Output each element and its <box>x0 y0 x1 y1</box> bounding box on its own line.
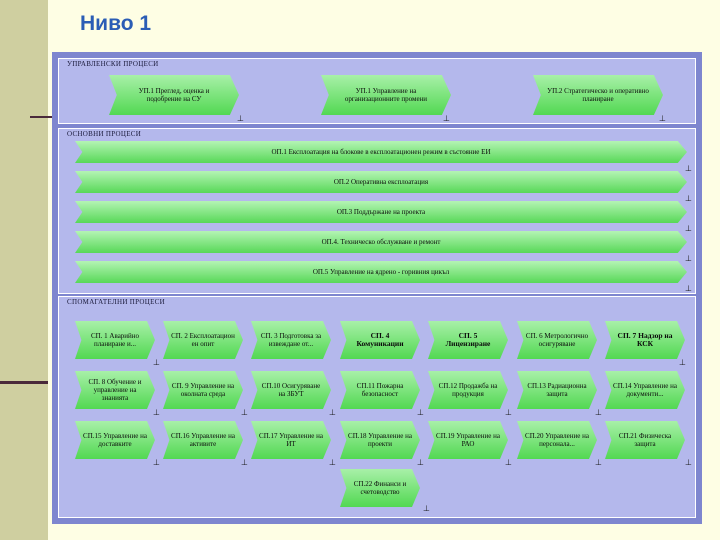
process-box[interactable]: УП.2 Стратегическо и оперативно планиран… <box>533 75 663 115</box>
process-box[interactable]: СП.19 Управление на РАО <box>428 421 508 459</box>
section-label: СПОМАГАТЕЛНИ ПРОЦЕСИ <box>67 298 165 306</box>
management-processes-section: УПРАВЛЕНСКИ ПРОЦЕСИ УП.1 Преглед, оценка… <box>58 58 696 124</box>
process-box[interactable]: СП. 4 Комуникации <box>340 321 420 359</box>
subprocess-link-icon[interactable]: ⊥ <box>443 114 450 123</box>
process-box[interactable]: СП.11 Пожарна безопасност <box>340 371 420 409</box>
process-box[interactable]: СП. 7 Надзор на КСК <box>605 321 685 359</box>
process-box[interactable]: СП. 2 Експлоатацион ен опит <box>163 321 243 359</box>
subprocess-link-icon[interactable]: ⊥ <box>595 458 602 467</box>
process-box[interactable]: СП.14 Управление на документи... <box>605 371 685 409</box>
process-box[interactable]: СП. 3 Подготовка за извеждане от... <box>251 321 331 359</box>
left-accent-bar <box>0 0 48 540</box>
process-box[interactable]: СП.20 Управление на персонала... <box>517 421 597 459</box>
core-processes-section: ОСНОВНИ ПРОЦЕСИ ОП.1 Експлоатация на бло… <box>58 128 696 294</box>
section-label: ОСНОВНИ ПРОЦЕСИ <box>67 130 142 138</box>
process-box[interactable]: СП.21 Физическа защита <box>605 421 685 459</box>
subprocess-link-icon[interactable]: ⊥ <box>329 408 336 417</box>
process-bar[interactable]: ОП.3 Поддържане на проекта <box>75 201 687 223</box>
subprocess-link-icon[interactable]: ⊥ <box>153 358 160 367</box>
subprocess-link-icon[interactable]: ⊥ <box>417 458 424 467</box>
process-box[interactable]: СП. 6 Метрологично осигуряване <box>517 321 597 359</box>
decorative-line <box>30 116 54 118</box>
subprocess-link-icon[interactable]: ⊥ <box>685 254 692 263</box>
process-bar[interactable]: ОП.4. Техническо обслужване и ремонт <box>75 231 687 253</box>
subprocess-link-icon[interactable]: ⊥ <box>417 408 424 417</box>
process-box[interactable]: СП.18 Управление на проекти <box>340 421 420 459</box>
subprocess-link-icon[interactable]: ⊥ <box>685 224 692 233</box>
process-box[interactable]: СП. 1 Аварийно планиране и... <box>75 321 155 359</box>
subprocess-link-icon[interactable]: ⊥ <box>685 458 692 467</box>
subprocess-link-icon[interactable]: ⊥ <box>423 504 430 513</box>
subprocess-link-icon[interactable]: ⊥ <box>685 164 692 173</box>
process-bar[interactable]: ОП.1 Експлоатация на блокове в експлоата… <box>75 141 687 163</box>
process-box[interactable]: СП.13 Радиационна защита <box>517 371 597 409</box>
subprocess-link-icon[interactable]: ⊥ <box>505 408 512 417</box>
process-box[interactable]: СП.22 Финанси и счетоводство <box>340 469 420 507</box>
subprocess-link-icon[interactable]: ⊥ <box>505 458 512 467</box>
process-box[interactable]: СП. 5 Лицензиране <box>428 321 508 359</box>
subprocess-link-icon[interactable]: ⊥ <box>241 408 248 417</box>
support-processes-section: СПОМАГАТЕЛНИ ПРОЦЕСИ СП. 1 Аварийно план… <box>58 296 696 518</box>
subprocess-link-icon[interactable]: ⊥ <box>153 408 160 417</box>
process-box[interactable]: УП.1 Преглед, оценка и подобрение на СУ <box>109 75 239 115</box>
process-box[interactable]: СП.12 Продажба на продукция <box>428 371 508 409</box>
process-box[interactable]: СП.15 Управление на доставките <box>75 421 155 459</box>
process-box[interactable]: СП.16 Управление на активите <box>163 421 243 459</box>
process-box[interactable]: СП. 9 Управление на околната среда <box>163 371 243 409</box>
subprocess-link-icon[interactable]: ⊥ <box>659 114 666 123</box>
process-box[interactable]: УП.1 Управление на организационните пром… <box>321 75 451 115</box>
subprocess-link-icon[interactable]: ⊥ <box>329 458 336 467</box>
subprocess-link-icon[interactable]: ⊥ <box>685 194 692 203</box>
process-map-diagram: УПРАВЛЕНСКИ ПРОЦЕСИ УП.1 Преглед, оценка… <box>52 52 702 524</box>
slide-title: Ниво 1 <box>80 12 152 35</box>
decorative-line <box>0 381 48 384</box>
subprocess-link-icon[interactable]: ⊥ <box>595 408 602 417</box>
subprocess-link-icon[interactable]: ⊥ <box>237 114 244 123</box>
process-bar[interactable]: ОП.2 Оперативна експлоатация <box>75 171 687 193</box>
process-box[interactable]: СП. 8 Обучение и управление на знанията <box>75 371 155 409</box>
subprocess-link-icon[interactable]: ⊥ <box>679 358 686 367</box>
subprocess-link-icon[interactable]: ⊥ <box>153 458 160 467</box>
process-box[interactable]: СП.17 Управление на ИТ <box>251 421 331 459</box>
section-label: УПРАВЛЕНСКИ ПРОЦЕСИ <box>67 60 159 68</box>
subprocess-link-icon[interactable]: ⊥ <box>241 458 248 467</box>
process-bar[interactable]: ОП.5 Управление на ядрено - горивния цик… <box>75 261 687 283</box>
subprocess-link-icon[interactable]: ⊥ <box>685 284 692 293</box>
process-box[interactable]: СП.10 Осигуряване на ЗБУТ <box>251 371 331 409</box>
